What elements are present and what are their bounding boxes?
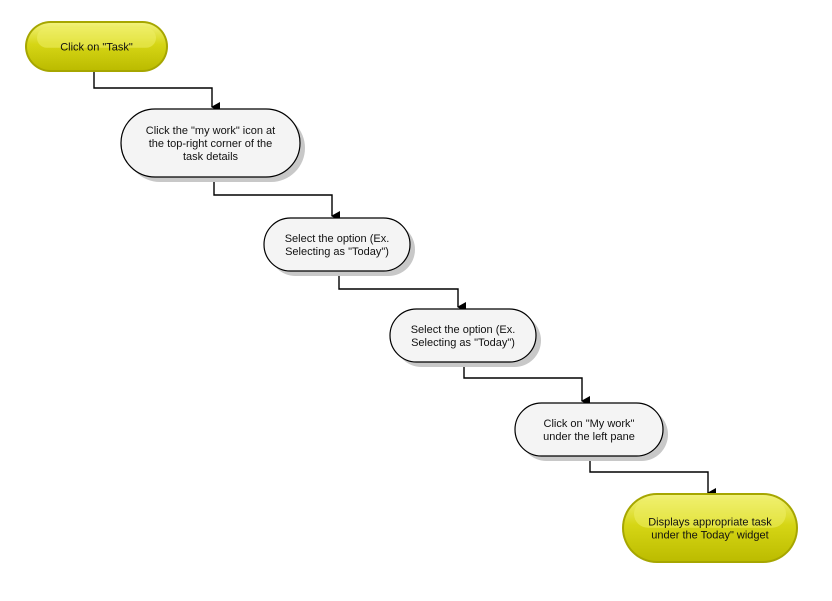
connector-arrow-n2-n3	[213, 177, 340, 221]
process-body	[389, 308, 537, 363]
node-label-line: Click on "Task"	[60, 42, 133, 54]
process-node-n5: Click on "My work"under the left pane	[514, 402, 668, 461]
connector-arrow-n3-n4	[338, 271, 466, 312]
process-body	[514, 402, 664, 457]
terminal-highlight	[37, 28, 156, 48]
node-label-line: task details	[183, 151, 239, 163]
nodes: Click on "Task" Click the "my work" icon …	[25, 21, 798, 563]
node-label-line: Displays appropriate task	[648, 517, 772, 529]
node-label-line: Selecting as "Today")	[285, 246, 389, 258]
connector-arrow-n5-n6	[589, 456, 716, 498]
process-body	[120, 108, 301, 178]
node-label-line: Select the option (Ex.	[285, 233, 390, 245]
connectors	[93, 70, 716, 498]
node-label-line: Click the "my work" icon at	[146, 125, 275, 137]
process-body	[263, 217, 411, 272]
process-node-n4: Select the option (Ex.Selecting as "Toda…	[389, 308, 541, 367]
node-label-line: the top-right corner of the	[149, 138, 273, 150]
node-label-line: under the left pane	[543, 431, 635, 443]
terminal-node-n1: Click on "Task"	[25, 21, 168, 72]
node-label-line: Select the option (Ex.	[411, 324, 516, 336]
terminal-highlight	[634, 500, 786, 528]
node-label-line: under the Today" widget	[651, 530, 768, 542]
connector-arrow-n1-n2	[93, 70, 220, 112]
node-label-line: Click on "My work"	[544, 418, 635, 430]
node-label-line: Selecting as "Today")	[411, 337, 515, 349]
connector-arrow-n4-n5	[463, 362, 590, 406]
process-node-n3: Select the option (Ex.Selecting as "Toda…	[263, 217, 415, 276]
